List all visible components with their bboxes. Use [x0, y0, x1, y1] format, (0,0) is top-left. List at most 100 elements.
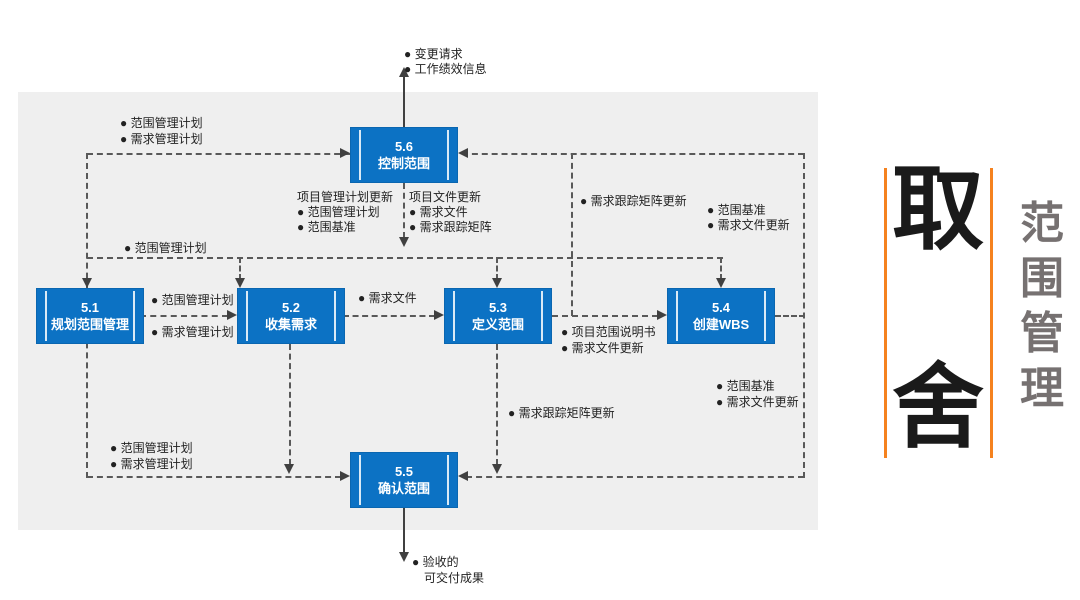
label-line: ● 需求文件更新 [716, 395, 799, 409]
box-separator [447, 130, 449, 180]
label-line: ● 需求文件更新 [707, 218, 790, 232]
arrowhead-into-53-top-icon [492, 278, 502, 288]
connector-56-branch-vertical [571, 153, 573, 316]
box-separator [541, 291, 543, 341]
accent-line-right [990, 168, 993, 458]
process-name: 定义范围 [471, 317, 524, 332]
connector-53-down [496, 344, 498, 465]
label-line: ● 需求文件更新 [561, 341, 644, 355]
process-name: 收集需求 [264, 317, 317, 332]
arrowhead-into-54-left-icon [657, 310, 667, 320]
label-line: 项目管理计划更新 [297, 190, 394, 204]
process-number: 5.3 [488, 300, 508, 315]
connector-middle-horizontal [87, 257, 723, 259]
connector-drop-to-54 [720, 257, 722, 280]
label-line: ● 变更请求 [404, 47, 463, 61]
box-separator [334, 291, 336, 341]
process-box-5-3: 5.3 定义范围 [444, 288, 552, 344]
accent-line-left [884, 168, 887, 458]
connector-topleft-to-56 [87, 153, 350, 155]
process-name: 规划范围管理 [50, 317, 129, 332]
connector-right-to-56 [462, 153, 804, 155]
connector-52-down [289, 344, 291, 465]
big-title-char-qu: 取 [891, 159, 984, 261]
arrowhead-up-icon [399, 67, 409, 77]
box-separator [676, 291, 678, 341]
arrowhead-52-down-icon [284, 464, 294, 474]
process-box-5-6: 5.6 控制范围 [350, 127, 458, 183]
label-line: ● 范围管理计划 [124, 241, 207, 255]
connector-51-to-52 [140, 315, 228, 317]
label-line: ● 需求管理计划 [110, 457, 193, 471]
process-box-5-5: 5.5 确认范围 [350, 452, 458, 508]
label-line: ● 需求跟踪矩阵更新 [580, 194, 687, 208]
process-number: 5.1 [80, 300, 100, 315]
label-line: ● 范围管理计划 [120, 116, 203, 130]
label-line: ● 需求文件 [409, 205, 468, 219]
label-line: ● 工作绩效信息 [404, 62, 487, 76]
box-separator [359, 130, 361, 180]
process-number: 5.4 [711, 300, 731, 315]
label-between-52-53: ● 需求文件 [358, 291, 417, 306]
label-line: 可交付成果 [424, 571, 485, 585]
process-name: 控制范围 [377, 156, 430, 171]
box-separator [764, 291, 766, 341]
label-line: ● 需求管理计划 [120, 132, 203, 146]
process-number: 5.5 [394, 464, 414, 479]
box-separator [359, 455, 361, 505]
label-below-56-right: 项目文件更新 ● 需求文件 ● 需求跟踪矩阵 [409, 190, 492, 235]
connector-56-output-up [403, 76, 405, 127]
process-box-5-1: 5.1 规划范围管理 [36, 288, 144, 344]
arrowhead-into-53-left-icon [434, 310, 444, 320]
label-line: ● 项目范围说明书 [561, 325, 656, 339]
label-right-mid: ● 范围基准 ● 需求文件更新 [716, 378, 799, 410]
vertical-title-char: 围 [1020, 254, 1064, 303]
label-line: ● 需求管理计划 [151, 325, 234, 339]
label-line: ● 需求跟踪矩阵 [409, 220, 492, 234]
label-between-51-52-top: ● 范围管理计划 [151, 293, 234, 308]
label-below-56-left: 项目管理计划更新 ● 范围管理计划 ● 范围基准 [297, 190, 393, 235]
label-between-51-52-bottom: ● 需求管理计划 [151, 325, 234, 340]
label-mid-scope-plan: ● 范围管理计划 [124, 241, 207, 256]
arrowhead-into-56-left-icon [340, 148, 350, 158]
big-title-char-she: 舍 [891, 357, 984, 459]
process-number: 5.2 [281, 300, 301, 315]
connector-53-to-54 [552, 315, 658, 317]
arrowhead-into-52-top-icon [235, 278, 245, 288]
box-separator [133, 291, 135, 341]
label-deliverables: ● 验收的 可交付成果 [412, 554, 484, 586]
connector-52-to-53 [343, 315, 435, 317]
arrowhead-into-56-right-icon [458, 148, 468, 158]
connector-bottomleft-to-55 [87, 476, 341, 478]
label-line: ● 范围基准 [707, 203, 766, 217]
arrowhead-53-down-icon [492, 464, 502, 474]
label-53-outputs: ● 项目范围说明书 ● 需求文件更新 [561, 324, 656, 356]
arrowhead-55-output-icon [399, 552, 409, 562]
vertical-title-char: 管 [1020, 309, 1064, 358]
connector-bottomright-to-55 [466, 476, 804, 478]
label-rtm-update-bottom: ● 需求跟踪矩阵更新 [508, 406, 615, 421]
process-name: 创建WBS [692, 317, 750, 332]
box-separator [453, 291, 455, 341]
label-line: ● 范围管理计划 [297, 205, 380, 219]
connector-right-vertical [803, 153, 805, 478]
label-56-outputs-top: ● 变更请求 ● 工作绩效信息 [404, 47, 487, 77]
process-name: 确认范围 [377, 481, 430, 496]
label-line: ● 范围基准 [297, 220, 356, 234]
label-line: ● 验收的 [412, 555, 459, 569]
connector-drop-to-52 [239, 257, 241, 280]
process-number: 5.6 [394, 139, 414, 154]
label-line: ● 范围基准 [716, 379, 775, 393]
connector-55-output-down [403, 508, 405, 554]
box-separator [45, 291, 47, 341]
label-line: 项目文件更新 [409, 190, 482, 204]
arrowhead-into-51-top-icon [82, 278, 92, 288]
label-rtm-update-top: ● 需求跟踪矩阵更新 [580, 194, 687, 209]
process-box-5-2: 5.2 收集需求 [237, 288, 345, 344]
vertical-title-char: 理 [1020, 364, 1064, 413]
arrowhead-into-55-right-icon [458, 471, 468, 481]
arrowhead-into-52-left-icon [227, 310, 237, 320]
label-topleft-inputs: ● 范围管理计划 ● 需求管理计划 [120, 115, 203, 147]
box-separator [246, 291, 248, 341]
